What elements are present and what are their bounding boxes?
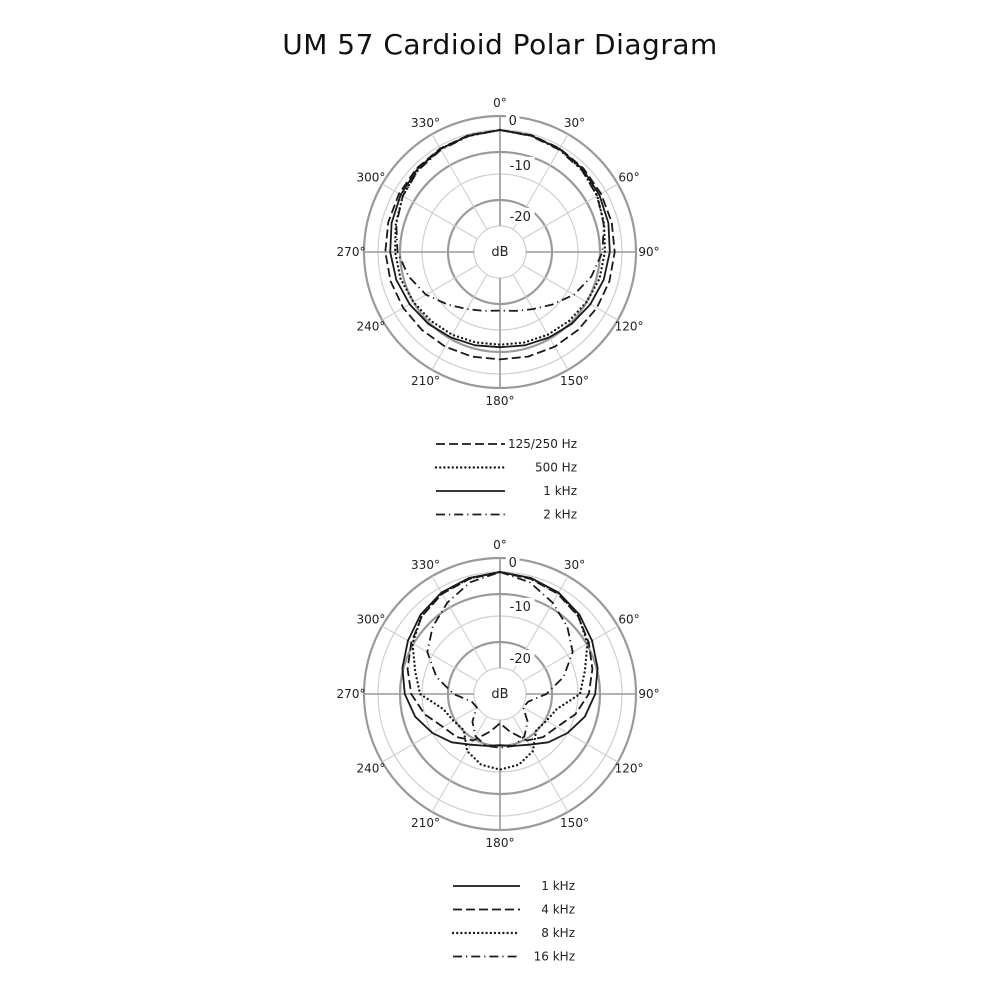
angle-label: 0° <box>493 538 507 552</box>
angle-label: 240° <box>357 762 386 776</box>
angle-label: 150° <box>560 816 589 830</box>
angle-label: 0° <box>493 96 507 110</box>
polar-chart-2: 0° 30° 60° 90° 120° 150° 180° 210° 240° 270° 300° 3… <box>337 538 660 964</box>
series-curve-4 <box>426 571 574 749</box>
angle-label: 330° <box>411 116 440 130</box>
ring-label-bg <box>506 598 535 614</box>
ring-label-bg <box>506 554 520 570</box>
angle-label: 300° <box>357 171 386 185</box>
angle-label: 180° <box>486 836 515 850</box>
grid-spoke <box>522 264 619 321</box>
ring-label: 0 <box>509 114 517 129</box>
polar-chart-1: 0° 30° 60° 90° 120° 150° 180° 210° 240° 270° 300° 3… <box>337 96 660 522</box>
legend-label: 1 kHz <box>543 484 577 498</box>
grid-spoke <box>512 274 569 371</box>
ring-label: -20 <box>510 210 531 225</box>
grid-spoke <box>522 706 619 763</box>
legend-label: 8 kHz <box>541 926 575 940</box>
ring-label: -10 <box>510 600 531 615</box>
angle-label: 180° <box>486 394 515 408</box>
series-curve-2 <box>406 571 594 742</box>
series-curve-4 <box>395 129 605 312</box>
page-title: UM 57 Cardioid Polar Diagram <box>282 28 718 61</box>
grid-spoke <box>431 575 488 672</box>
grid-spoke <box>522 625 619 682</box>
ring-label: 0 <box>509 556 517 571</box>
series-curve-3 <box>411 570 589 771</box>
series-curve-3 <box>389 129 611 349</box>
grid-spoke <box>381 625 478 682</box>
angle-label: 240° <box>357 320 386 334</box>
ring-label: dB <box>491 687 508 702</box>
angle-label: 60° <box>618 171 639 185</box>
grid-spoke <box>381 183 478 240</box>
angle-label: 210° <box>411 816 440 830</box>
angle-label: 300° <box>357 613 386 627</box>
legend-label: 1 kHz <box>541 879 575 893</box>
ring-label-bg <box>489 685 511 701</box>
angle-label: 150° <box>560 374 589 388</box>
angle-label: 270° <box>337 687 366 701</box>
angle-label: 30° <box>564 558 585 572</box>
ring-label-bg <box>506 650 535 666</box>
ring-label-bg <box>506 157 535 173</box>
grid-spoke <box>381 264 478 321</box>
grid-spoke <box>431 716 488 813</box>
polar-grid <box>362 114 638 390</box>
ring-label-bg <box>489 243 511 259</box>
grid-spoke <box>381 706 478 763</box>
legend-label: 125/250 Hz <box>508 437 577 451</box>
legend-label: 500 Hz <box>535 461 577 475</box>
angle-label: 30° <box>564 116 585 130</box>
legend-label: 4 kHz <box>541 903 575 917</box>
legend-label: 2 kHz <box>543 508 577 522</box>
grid-spoke <box>522 183 619 240</box>
ring-label: -10 <box>510 159 531 174</box>
series-curve-1 <box>384 129 616 361</box>
ring-label-bg <box>506 208 535 224</box>
grid-spoke <box>431 133 488 230</box>
angle-label: 270° <box>337 245 366 259</box>
angle-label: 60° <box>618 613 639 627</box>
legend: 125/250 Hz 500 Hz 1 kHz 2 kHz <box>434 437 577 522</box>
angle-label: 120° <box>615 762 644 776</box>
legend-label: 16 kHz <box>534 950 575 964</box>
angle-label: 210° <box>411 374 440 388</box>
angle-label: 90° <box>638 245 659 259</box>
legend: 1 kHz 4 kHz 8 kHz 16 kHz <box>451 879 575 964</box>
grid-spoke <box>431 274 488 371</box>
ring-label: -20 <box>510 652 531 667</box>
angle-label: 90° <box>638 687 659 701</box>
angle-label: 120° <box>615 320 644 334</box>
angle-label: 330° <box>411 558 440 572</box>
series-curve-1 <box>401 571 599 747</box>
ring-label-bg <box>506 112 520 128</box>
ring-label: dB <box>491 245 508 260</box>
grid-spoke <box>512 716 569 813</box>
